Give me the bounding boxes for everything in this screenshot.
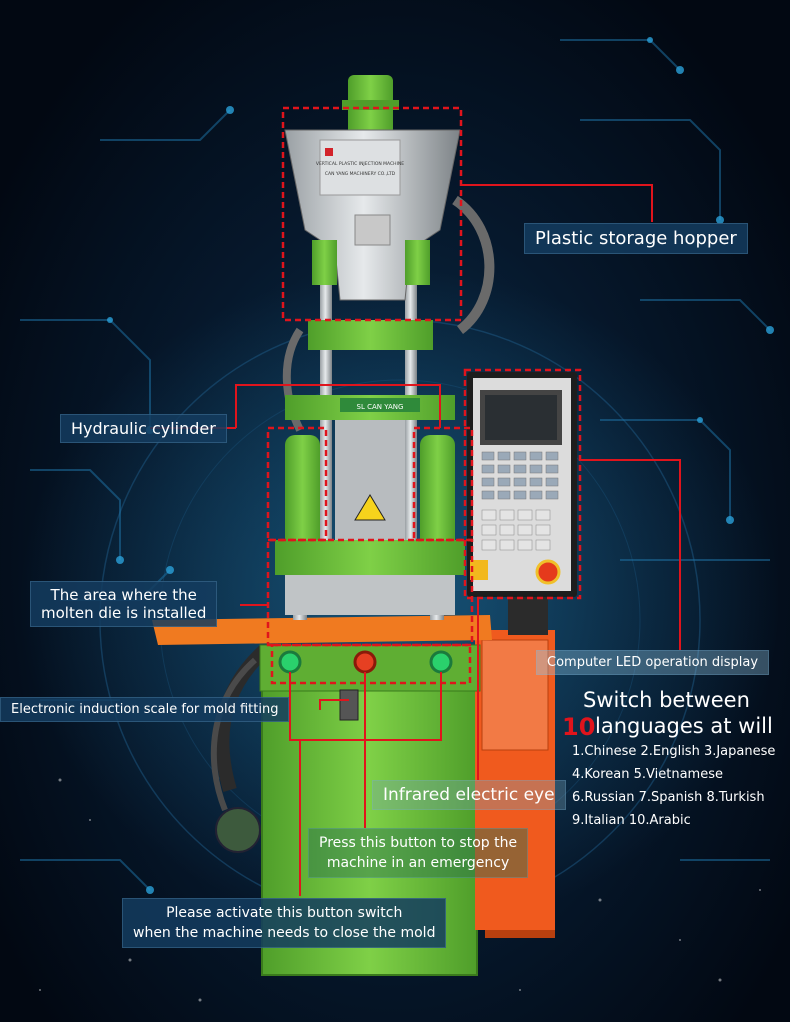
label-mold-area: The area where the molten die is install… <box>30 581 218 627</box>
hopper-leader <box>461 184 653 222</box>
label-infrared-eye: Infrared electric eye <box>372 780 566 810</box>
label-mold-area-line2: molten die is installed <box>41 604 207 622</box>
label-emergency-stop: Press this button to stop the machine in… <box>308 828 529 878</box>
language-line-1: 1.Chinese 2.English 3.Japanese <box>572 744 776 759</box>
label-close-mold-line2: when the machine needs to close the mold <box>133 925 436 941</box>
hopper: VERTICAL PLASTIC INJECTION MACHINE CAN Y… <box>284 75 461 301</box>
scale-leader <box>319 699 349 710</box>
mold-frame <box>266 538 474 647</box>
frame-brand: SL CAN YANG <box>357 403 404 411</box>
leader-lines <box>150 184 681 896</box>
cylinder-frame-right <box>412 426 474 542</box>
languages-subtitle: languages at will <box>595 714 773 738</box>
language-line-4: 9.Italian 10.Arabic <box>572 813 691 828</box>
language-line-2: 4.Korean 5.Vietnamese <box>572 767 723 782</box>
panel-leader <box>580 459 681 650</box>
label-induction-scale: Electronic induction scale for mold fitt… <box>0 697 290 722</box>
label-close-mold: Please activate this button switch when … <box>122 898 447 948</box>
label-plastic-hopper: Plastic storage hopper <box>524 223 748 254</box>
label-led-display: Computer LED operation display <box>536 650 770 675</box>
highlight-frames <box>266 106 582 685</box>
panel-frame <box>463 368 582 600</box>
cylinder-frame-left <box>266 426 328 542</box>
languages-title: Switch between <box>583 688 750 712</box>
label-hydraulic-cylinder: Hydraulic cylinder <box>60 414 227 443</box>
languages-number: 10 <box>562 713 596 741</box>
hopper-frame <box>281 106 463 322</box>
label-close-mold-line1: Please activate this button switch <box>166 905 403 921</box>
label-emergency-stop-line2: machine in an emergency <box>326 855 510 871</box>
buttons-frame <box>270 643 472 685</box>
front-buttons <box>278 650 453 721</box>
label-emergency-stop-line1: Press this button to stop the <box>319 835 518 851</box>
language-line-3: 6.Russian 7.Spanish 8.Turkish <box>572 790 765 805</box>
label-mold-area-line1: The area where the <box>50 586 197 604</box>
hopper-plate-line1: VERTICAL PLASTIC INJECTION MACHINE <box>316 161 404 167</box>
control-panel <box>467 372 577 635</box>
cylinder-bridge <box>235 384 441 428</box>
close-bridge <box>289 672 442 741</box>
machine-frame: SL CAN YANG <box>275 280 465 620</box>
hopper-plate-line2: CAN YANG MACHINERY CO.,LTD <box>325 171 396 177</box>
